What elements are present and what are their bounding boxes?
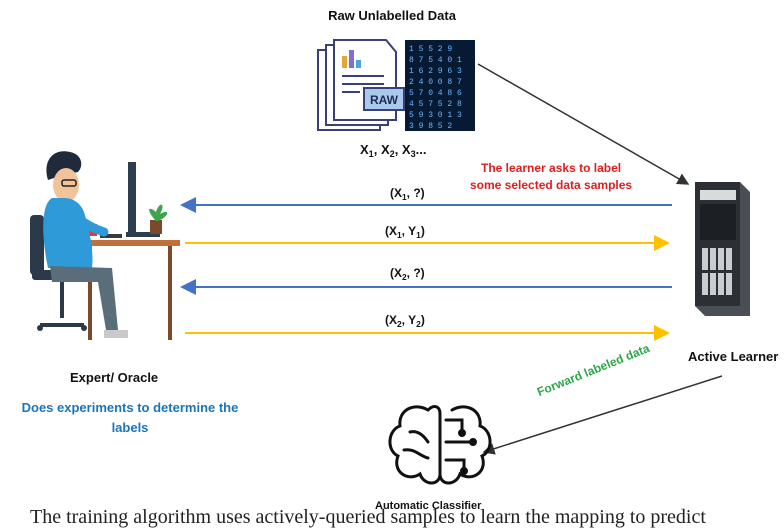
- classifier-title: Automatic Classifier: [375, 500, 482, 512]
- matrix-digit-row: 5 9 3 0 1 3: [409, 111, 462, 120]
- matrix-digit-row: 1 6 2 9 6 3: [409, 67, 462, 76]
- data-matrix-icon: 1 5 5 2 9 8 7 5 4 0 1 1 6 2 9 6 3 2 4 0 0 8…: [405, 40, 475, 131]
- raw-to-learner-arrow: [477, 63, 690, 185]
- brain-icon: [388, 405, 492, 485]
- matrix-digit-row: 3 9 8 5 2: [409, 122, 452, 131]
- matrix-digit-row: 5 7 0 4 8 6: [409, 89, 462, 98]
- request-label-2: (X2, ?): [390, 266, 425, 282]
- raw-data-title: Raw Unlabelled Data: [328, 8, 456, 23]
- matrix-digit-row: 1 5 5 2 9: [409, 45, 452, 54]
- server-icon: [695, 182, 750, 316]
- expert-icon: [30, 151, 180, 340]
- oracle-title: Expert/ Oracle: [70, 370, 159, 385]
- forward-arrow: [482, 375, 723, 455]
- request-label-1: (X1, ?): [390, 186, 425, 202]
- matrix-digit-row: 8 7 5 4 0 1: [409, 56, 462, 65]
- matrix-digit-row: 2 4 0 0 8 7: [409, 78, 462, 87]
- response-label-1: (X1, Y1): [385, 224, 425, 240]
- diagram-canvas: RAW 1 5 5 2 9 8 7 5 4 0 1 1 6 2 9 6 3 2 4 0…: [30, 39, 750, 485]
- response-label-2: (X2, Y2): [385, 313, 425, 329]
- raw-badge: RAW: [370, 93, 399, 107]
- learner-title: Active Learner: [688, 349, 779, 364]
- document-icon: RAW: [317, 39, 405, 131]
- matrix-digit-row: 4 5 7 5 2 8: [409, 100, 462, 109]
- sample-sequence: X1, X2, X3...: [360, 142, 427, 159]
